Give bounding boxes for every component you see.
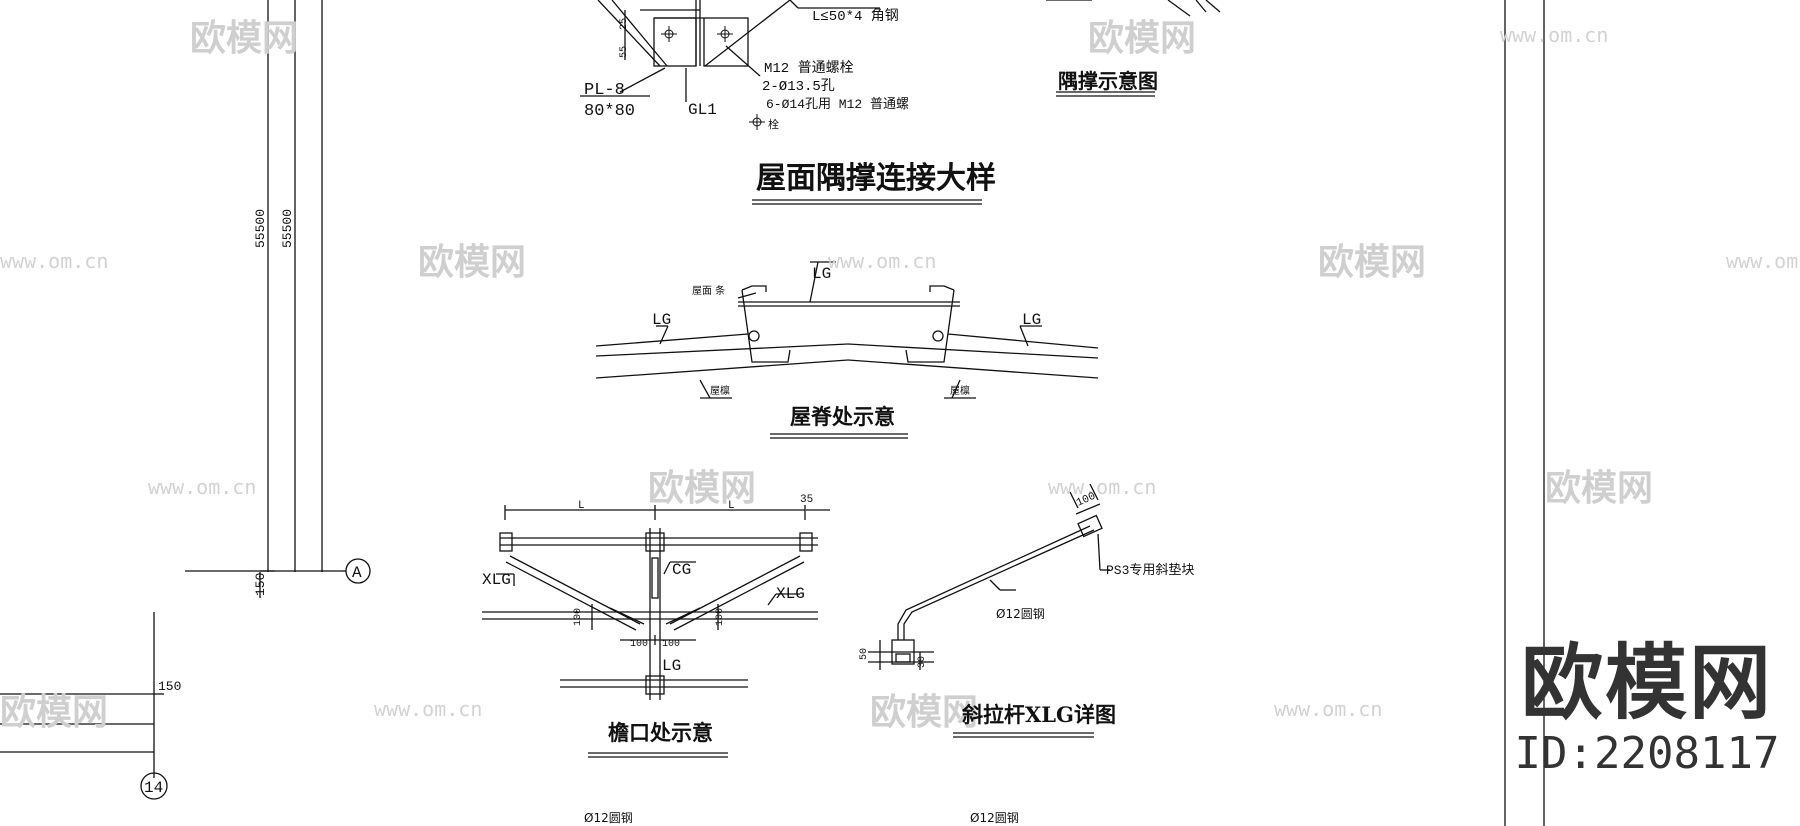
dim-L-label: L	[578, 500, 585, 512]
plate-size-label: 80*80	[584, 102, 635, 121]
lg-label: LG	[662, 657, 681, 675]
cg-label: CG	[672, 561, 691, 579]
hole-2-label: 2-Ø13.5孔	[762, 78, 835, 95]
watermark-url: www.om.cn	[374, 697, 482, 721]
purlin-small-label: 屋檩	[710, 384, 730, 397]
axis-a-label: A	[352, 564, 362, 582]
lg-label: LG	[1022, 311, 1041, 329]
lg-label: LG	[652, 311, 671, 329]
dim-55500-label: 55500	[253, 209, 268, 248]
eave-title: 檐口处示意	[608, 720, 713, 745]
watermark-logo: 欧模网	[1545, 468, 1653, 509]
watermark-url: www.om.cn	[828, 249, 936, 273]
watermark-url: www.om.cn	[148, 475, 256, 499]
dim-25-label: 25	[619, 18, 630, 30]
rod-12-label: Ø12圆钢	[584, 811, 633, 825]
watermark-url: www.om.cn	[0, 249, 108, 273]
tie-rod-title: 斜拉杆XLG详图	[961, 702, 1116, 727]
axis-14-label: 14	[144, 779, 163, 797]
m12-bolt-label: M12 普通螺栓	[764, 60, 854, 77]
watermark-logo: 欧模网	[190, 18, 298, 59]
purlin-small-label: 屋檩	[950, 384, 970, 397]
dim-100-label: 100	[573, 608, 584, 626]
roof-brace-detail-title: 屋面隅撑连接大样	[756, 161, 996, 196]
dim-55500-label: 55500	[280, 209, 295, 248]
dim-55-label: 55	[619, 46, 630, 58]
dim-100-label: 100	[662, 639, 680, 650]
angle-steel-label: L≤50*4 角钢	[812, 8, 899, 25]
purlin-note: 屋面 条	[692, 284, 725, 297]
bolt-legend-label: 栓	[768, 117, 779, 132]
watermark-logo: 欧模网	[1088, 18, 1196, 59]
dim-100-label: 100	[715, 608, 726, 626]
watermark-url: www.om.cn	[1726, 249, 1800, 273]
brand-id: ID:2208117	[1514, 728, 1780, 779]
dim-150-label: 150	[158, 679, 181, 694]
gl1-label: GL1	[688, 101, 717, 119]
watermark-url: www.om.cn	[1500, 23, 1608, 47]
ridge-title: 屋脊处示意	[790, 404, 895, 429]
watermark-logo: 欧模网	[0, 692, 108, 733]
dim-50-label: 50	[859, 648, 870, 660]
rod-12-label: Ø12圆钢	[970, 811, 1019, 825]
dim-100-label: 100	[630, 639, 648, 650]
brand-watermark: 欧模网 ID:2208117	[1512, 640, 1782, 780]
dim-L-label: L	[728, 500, 735, 512]
ps3-label: PS3专用斜垫块	[1106, 562, 1194, 578]
dim-30-label: 30	[917, 656, 928, 668]
rod-12-label: Ø12圆钢	[996, 607, 1045, 621]
xlg-label: XLG	[776, 585, 805, 603]
hole-6-label: 6-Ø14孔用 M12 普通螺	[766, 97, 909, 112]
dim-150-label: 150	[253, 573, 268, 596]
lg-label: LG	[812, 265, 831, 283]
dim-35-label: 35	[800, 494, 813, 506]
watermark-logo: 欧模网	[1318, 242, 1426, 283]
xlg-label: XLG	[482, 571, 511, 589]
brace-schematic-title: 隅撑示意图	[1058, 69, 1158, 93]
watermark-logo: 欧模网	[870, 692, 978, 733]
watermark-layer: 欧模网 欧模网 欧模网 欧模网 欧模网 欧模网 欧模网 欧模网 www.om.c…	[0, 18, 1800, 733]
plate-label: PL-8	[584, 81, 625, 100]
watermark-logo: 欧模网	[418, 242, 526, 283]
brand-name: 欧模网	[1520, 636, 1773, 731]
watermark-logo: 欧模网	[648, 468, 756, 509]
watermark-url: www.om.cn	[1274, 697, 1382, 721]
watermark-url: www.om.cn	[1048, 475, 1156, 499]
